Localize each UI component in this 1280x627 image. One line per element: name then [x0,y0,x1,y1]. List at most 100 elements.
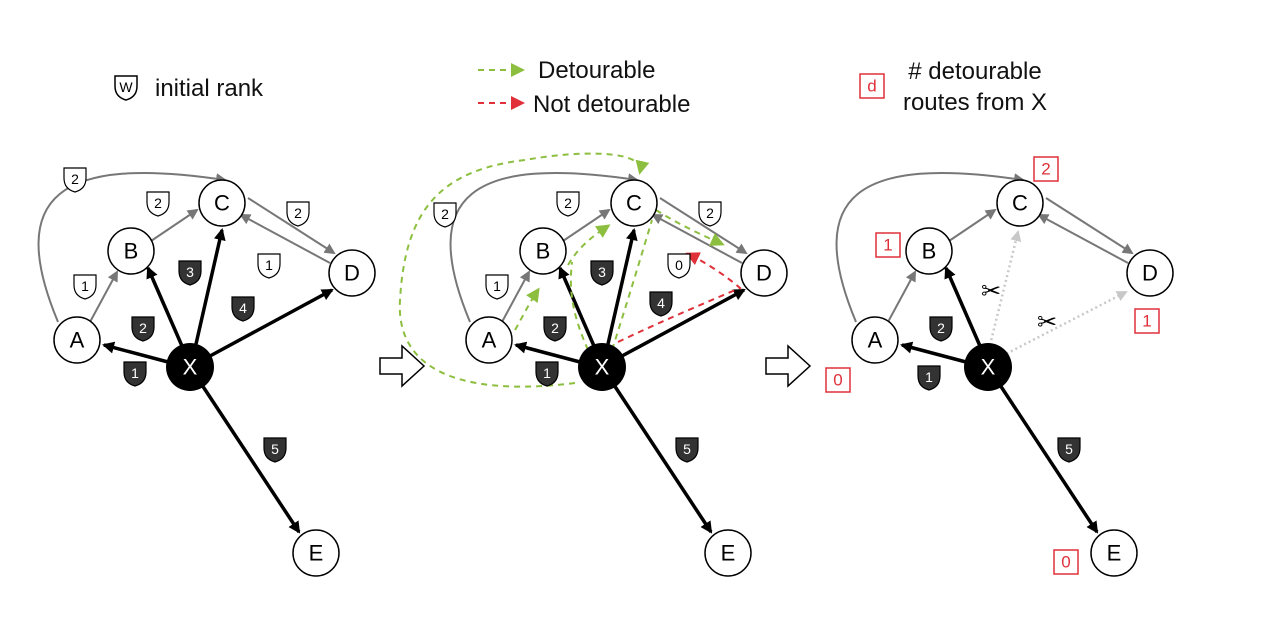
legend-detour: Detourable Not detourable [478,57,690,118]
hollow-arrow-icon [379,344,426,388]
edge-X-C [606,228,638,345]
svg-text:1: 1 [925,369,933,385]
svg-text:D: D [1142,261,1158,286]
rank-badge: 2 [146,191,170,217]
edge-X-D [209,288,334,358]
node-X: X [964,343,1012,391]
svg-text:2: 2 [139,320,147,336]
svg-text:2: 2 [564,195,572,211]
rank-badge: 2 [698,201,722,227]
rank-badge: 0 [667,253,691,279]
svg-text:C: C [214,191,230,216]
node-B: B [107,227,155,275]
svg-text:C: C [1012,191,1028,216]
rank-badge: 1 [123,361,147,387]
node-E: E [704,529,752,577]
svg-text:1: 1 [81,278,89,294]
svg-text:2: 2 [441,206,449,222]
legend-count-box-icon [859,73,885,99]
node-D: D [1126,249,1174,297]
rank-badge: 4 [649,291,673,317]
svg-text:A: A [868,328,883,353]
node-E: E [292,529,340,577]
svg-text:1: 1 [131,365,139,381]
svg-text:X: X [183,355,198,380]
rank-badge: 1 [485,274,509,300]
rank-badge: 1 [73,274,97,300]
svg-text:4: 4 [239,300,247,316]
edge-B-C [150,208,199,242]
legend-count-line1: # detourable [908,58,1041,85]
edge-A-C [449,171,639,323]
svg-text:A: A [482,328,497,353]
edge-A-B [89,270,118,323]
edge-C-D [659,197,748,255]
node-X: X [578,343,626,391]
pruned-edge-X-D [1001,290,1128,358]
svg-text:4: 4 [657,295,665,311]
node-C: C [198,179,246,227]
node-A: A [465,316,513,364]
edge-X-A [900,341,967,364]
node-A: A [851,316,899,364]
count-box-C: 2 [1033,156,1059,182]
edge-X-B [146,266,184,347]
edge-C-D [1045,197,1134,255]
legend-not-detourable-label: Not detourable [533,91,690,118]
svg-text:5: 5 [271,441,279,457]
edge-A-B [887,270,916,323]
detour-route-A-to-B [514,287,540,331]
edge-A-B [501,270,530,323]
rank-badge: 5 [263,437,287,463]
svg-text:E: E [1107,541,1122,566]
edge-X-B [558,266,596,347]
node-C: C [610,179,658,227]
svg-text:A: A [70,328,85,353]
edge-X-E [200,384,301,534]
rank-badge: 2 [286,201,310,227]
node-E: E [1090,529,1138,577]
svg-text:1: 1 [543,365,551,381]
node-X: X [166,343,214,391]
svg-text:2: 2 [937,320,945,336]
svg-text:1: 1 [1142,312,1151,331]
legend-detourable-label: Detourable [538,57,655,84]
rank-badge: 2 [433,202,457,228]
svg-text:3: 3 [598,264,606,280]
edge-X-B [944,266,982,347]
svg-text:B: B [922,239,937,264]
svg-text:5: 5 [683,441,691,457]
legend-badge-symbol: W [119,79,133,95]
edge-B-C [562,208,611,242]
detour-route-B-to-C [567,224,611,266]
svg-text:C: C [626,191,642,216]
svg-text:0: 0 [675,257,683,273]
svg-text:E: E [309,541,324,566]
node-C: C [996,179,1044,227]
edge-C-D [247,197,336,255]
svg-text:2: 2 [294,205,302,221]
count-box-A: 0 [825,367,851,393]
svg-text:2: 2 [71,171,79,187]
rank-badge: 3 [178,260,202,286]
rank-badge: 2 [929,316,953,342]
legend-count-line2: routes from X [903,89,1047,116]
svg-text:1: 1 [883,236,892,255]
rank-badge: 2 [131,316,155,342]
rank-badge: 2 [556,191,580,217]
svg-text:1: 1 [265,257,273,273]
count-box-E: 0 [1053,549,1079,575]
svg-text:D: D [756,261,772,286]
legend-initial-rank-label: initial rank [155,75,264,102]
node-D: D [740,249,788,297]
scissors-icon: ✂ [981,277,1001,305]
rank-badge: 5 [675,437,699,463]
scissors-icon: ✂ [1037,308,1057,336]
svg-text:0: 0 [1061,553,1070,572]
rank-badge: 3 [590,260,614,286]
rank-badge: 4 [231,296,255,322]
rank-badge: 2 [63,167,87,193]
svg-text:2: 2 [1041,160,1050,179]
edge-A-C [37,171,227,323]
detour-route-X-to-C-side [611,219,653,351]
